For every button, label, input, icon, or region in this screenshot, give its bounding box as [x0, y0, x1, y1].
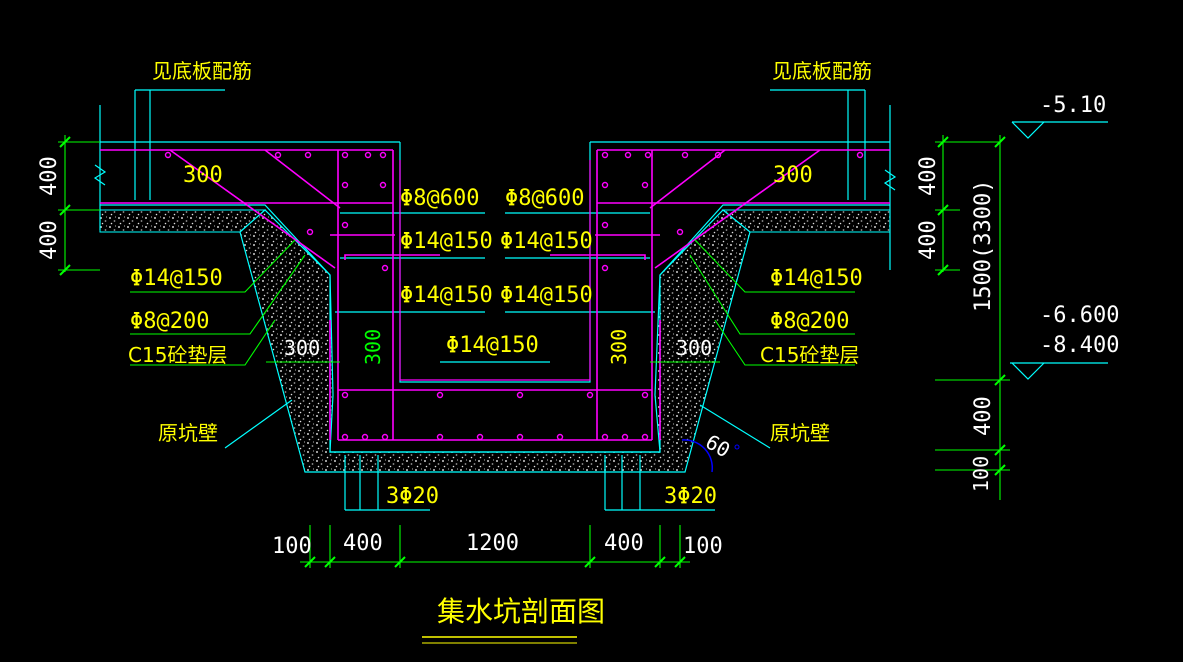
- dim-left-400-bottom: 400: [37, 220, 62, 260]
- dim-left-400-top: 400: [37, 156, 62, 196]
- label-cushion-right: C15砼垫层: [760, 343, 859, 367]
- rebar-lines: [100, 149, 890, 441]
- dim-right-400-bottom: 400: [916, 220, 941, 260]
- drawing-title: 集水坑剖面图: [437, 595, 605, 628]
- dim-right-400-lower: 400: [971, 396, 996, 436]
- elevation-top: -5.10: [1040, 93, 1106, 118]
- label-rebar-bottom: Φ14@150: [446, 333, 539, 358]
- label-cushion-thickness-right: 300: [676, 336, 712, 360]
- label-see-bottom-rebar-left: 见底板配筋: [152, 59, 252, 83]
- label-cushion-left: C15砼垫层: [128, 343, 227, 367]
- pit-structure-outline: [93, 89, 897, 511]
- dim-bottom-1: 400: [343, 531, 383, 556]
- label-wall-thickness-right: 300: [607, 329, 631, 365]
- elevation-mid-a: -6.600: [1040, 303, 1119, 328]
- label-rebar-top-right: Φ8@600: [505, 186, 584, 211]
- label-side-rebar2-left: Φ8@200: [130, 309, 209, 334]
- label-side-rebar2-right: Φ8@200: [770, 309, 849, 334]
- dim-bottom-0: 100: [272, 534, 312, 559]
- label-rebar-mid2-right: Φ14@150: [500, 283, 593, 308]
- label-side-rebar1-right: Φ14@150: [770, 266, 863, 291]
- label-rebar-mid1-right: Φ14@150: [500, 229, 593, 254]
- label-rebar-mid2-left: Φ14@150: [400, 283, 493, 308]
- label-pit-wall-left: 原坑壁: [158, 421, 218, 445]
- dim-bottom-2: 1200: [466, 531, 519, 556]
- label-rebar-mid1-left: Φ14@150: [400, 229, 493, 254]
- elevation-markers: [1010, 121, 1108, 380]
- dim-right-100: 100: [969, 456, 993, 492]
- label-corner-bars-right: 3Φ20: [664, 484, 717, 509]
- angle-marker: [681, 439, 740, 473]
- dim-bottom-3: 400: [604, 531, 644, 556]
- dim-right-depth: 1500(3300): [971, 180, 996, 312]
- label-wall-thickness-left: 300: [361, 329, 385, 365]
- label-pit-wall-right: 原坑壁: [770, 421, 830, 445]
- label-angle: 60: [702, 430, 735, 463]
- label-side-rebar1-left: Φ14@150: [130, 266, 223, 291]
- rebar-dots: [164, 151, 864, 441]
- elevation-mid-b: -8.400: [1040, 333, 1119, 358]
- label-haunch-left: 300: [183, 163, 223, 188]
- dimension-ticks: [59, 136, 1006, 568]
- dim-right-400-top: 400: [916, 156, 941, 196]
- label-rebar-top-left: Φ8@600: [400, 186, 479, 211]
- label-corner-bars-left: 3Φ20: [386, 484, 439, 509]
- dimension-lines: [58, 135, 1010, 568]
- label-see-bottom-rebar-right: 见底板配筋: [772, 59, 872, 83]
- dim-bottom-4: 100: [683, 534, 723, 559]
- label-haunch-right: 300: [773, 163, 813, 188]
- label-cushion-thickness-left: 300: [284, 336, 320, 360]
